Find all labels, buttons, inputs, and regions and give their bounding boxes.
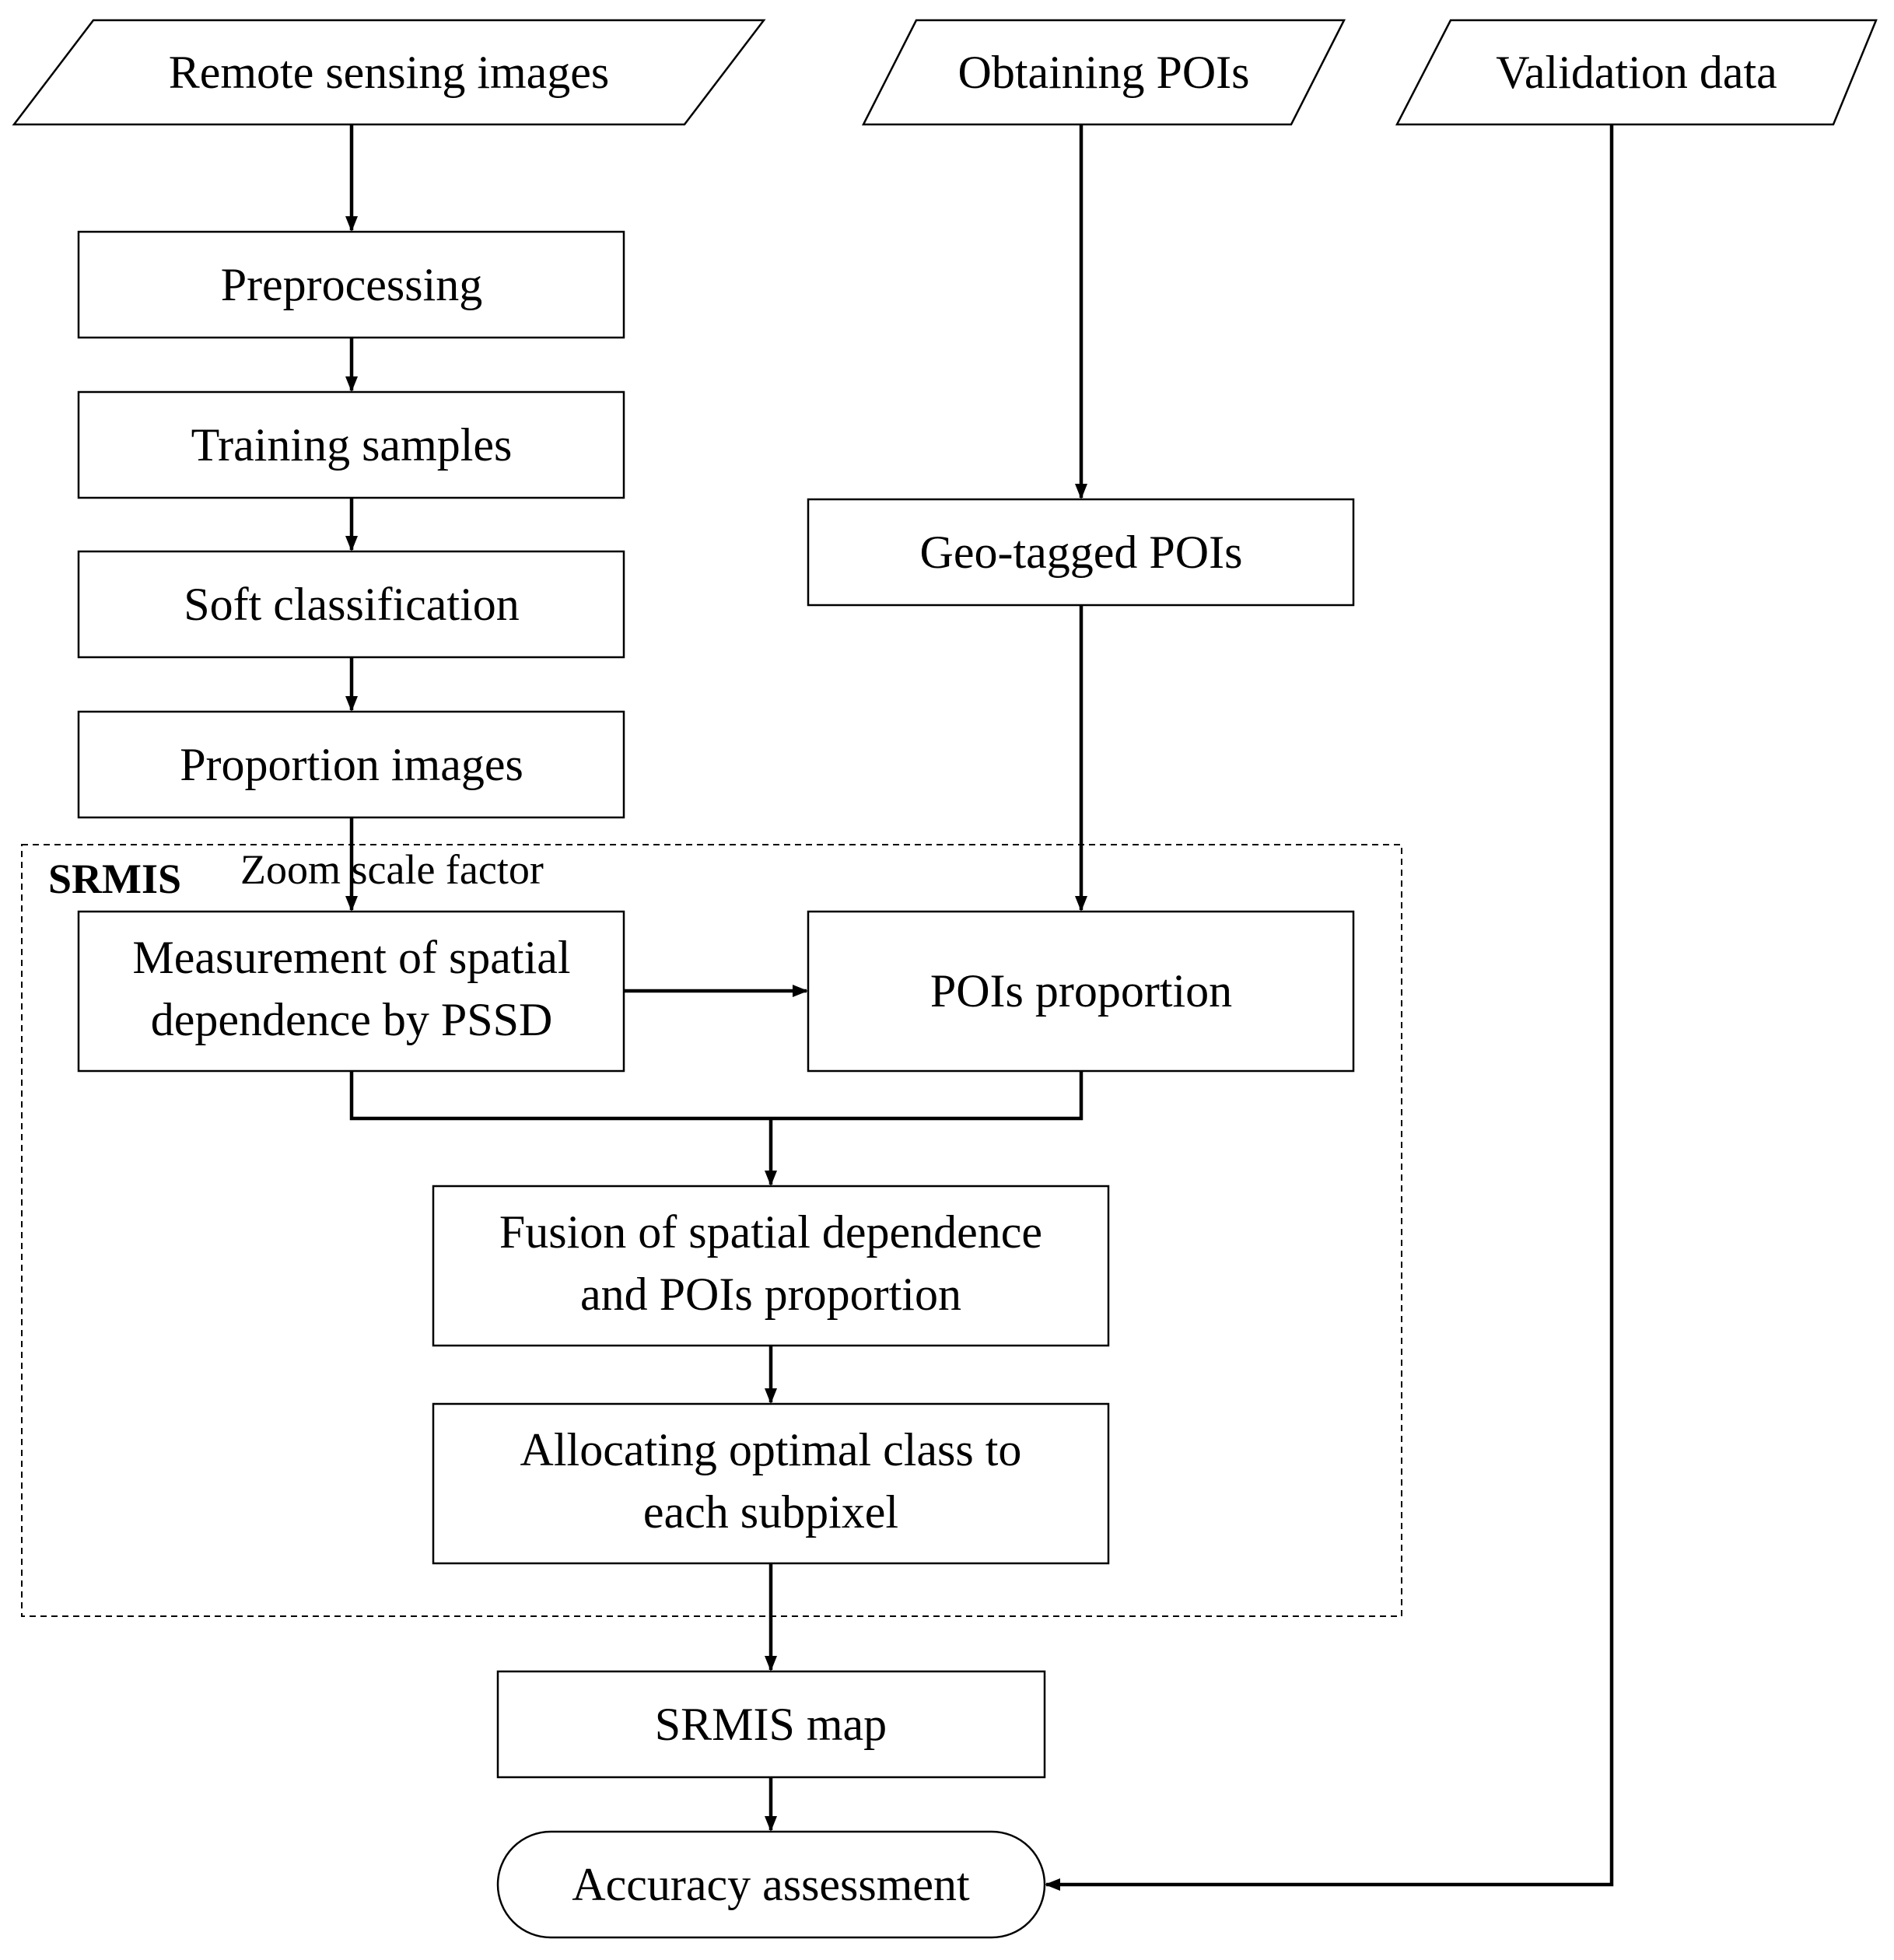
srmis-group-border [21, 844, 1402, 1617]
zoom-scale-factor-label: Zoom scale factor [240, 846, 544, 893]
input-obtaining-pois: Obtaining POIs [861, 19, 1346, 126]
accuracy-assessment-box: Accuracy assessment [496, 1830, 1046, 1939]
connector-merge-to-fusion [349, 1071, 1084, 1121]
arrow-validation-to-accuracy [1045, 124, 1614, 1891]
srmis-map-box: SRMIS map [496, 1670, 1046, 1779]
fusion-box: Fusion of spatial dependence and POIs pr… [432, 1185, 1110, 1347]
preprocessing-box: Preprocessing [77, 230, 625, 339]
input-validation-data: Validation data [1395, 19, 1878, 126]
svg-text:Preprocessing: Preprocessing [221, 259, 483, 310]
srmis-group-title: SRMIS [48, 856, 181, 902]
geo-tagged-pois-box: Geo-tagged POIs [807, 498, 1355, 607]
proportion-images-box: Proportion images [77, 710, 625, 819]
soft-classification-box: Soft classification [77, 550, 625, 659]
svg-text:SRMIS map: SRMIS map [655, 1699, 887, 1750]
svg-text:POIs proportion: POIs proportion [930, 965, 1232, 1017]
svg-text:Geo-tagged POIs: Geo-tagged POIs [920, 527, 1243, 578]
svg-text:Fusion of spatial dependence: Fusion of spatial dependence [499, 1206, 1042, 1258]
input-remote-sensing: Remote sensing images [12, 19, 766, 126]
svg-text:Validation data: Validation data [1496, 47, 1777, 98]
svg-text:Accuracy assessment: Accuracy assessment [572, 1859, 970, 1910]
svg-text:Measurement of spatial: Measurement of spatial [132, 932, 570, 983]
training-samples-box: Training samples [77, 390, 625, 499]
svg-text:Remote sensing images: Remote sensing images [169, 47, 610, 98]
svg-text:and POIs proportion: and POIs proportion [580, 1269, 961, 1320]
allocating-box: Allocating optimal class to each subpixe… [432, 1402, 1110, 1565]
pois-proportion-box: POIs proportion [807, 910, 1355, 1073]
measurement-box: Measurement of spatial dependence by PSS… [77, 910, 625, 1073]
svg-text:each subpixel: each subpixel [643, 1486, 898, 1538]
svg-text:Proportion images: Proportion images [180, 739, 523, 790]
svg-text:Soft classification: Soft classification [184, 579, 520, 630]
svg-text:dependence by PSSD: dependence by PSSD [151, 994, 553, 1045]
svg-text:Obtaining POIs: Obtaining POIs [958, 47, 1250, 98]
svg-text:Training samples: Training samples [191, 419, 513, 471]
svg-text:Allocating optimal class to: Allocating optimal class to [520, 1424, 1022, 1475]
